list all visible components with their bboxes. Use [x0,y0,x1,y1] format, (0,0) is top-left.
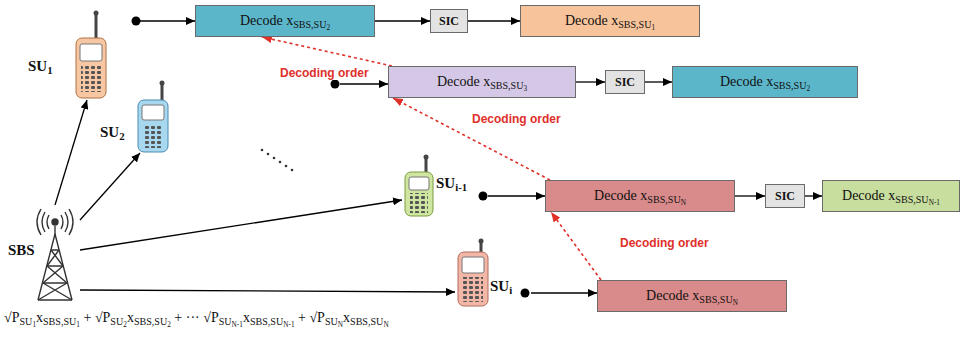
sic-box: SIC [605,70,645,94]
decoding-order-arrow [262,37,392,66]
signal-arrow [531,292,597,293]
signal-arrow [80,290,455,292]
decode-box: Decode xSBS,SU2 [195,5,375,37]
box-text: Decode xSBS,SU1 [565,13,655,29]
decode-box: Decode xSBS,SUN [597,280,787,312]
box-text: Decode xSBS,SUN-1 [842,188,940,204]
user-phone: SUi [455,240,531,310]
decode-box: Decode xSBS,SUN-1 [822,180,960,212]
box-text: SIC [775,189,795,204]
box-text: Decode xSBS,SU3 [437,74,527,90]
sic-box: SIC [765,184,805,208]
decode-box: Decode xSBS,SUN [545,180,735,212]
signal-arrow [340,83,388,84]
receiver-dot [132,17,141,26]
node-label: SUi-1 [436,175,467,192]
receiver-dot [479,192,488,201]
signal-arrow [805,195,822,196]
phone-icon [405,155,433,217]
sic-box: SIC [430,9,468,33]
signal-arrow [375,20,430,21]
signal-arrow [80,200,402,250]
edge-label: Decoding order [470,112,563,126]
box-text: SIC [615,75,635,90]
box-text: Decode xSBS,SUN [594,188,686,204]
user-phone: SU2 [132,78,340,153]
node-label: SU1 [28,58,53,75]
decode-box: Decode xSBS,SU3 [388,66,576,98]
node-label: SU2 [100,124,125,141]
signal-arrow [576,81,605,82]
box-text: Decode xSBS,SU2 [240,13,330,29]
box-text: SIC [439,14,459,29]
user-phone: SUi-1 [402,155,488,213]
receiver-dot [331,80,340,89]
signal-arrow [468,20,520,21]
decode-box: Decode xSBS,SU1 [520,5,700,37]
base-station-tower [37,209,73,300]
box-text: Decode xSBS,SUN [646,288,738,304]
signal-formula: √PSU1xSBS,SU1 + √PSU2xSBS,SU2 + ··· √PSU… [4,310,389,326]
signal-arrow [645,81,672,82]
decode-box: Decode xSBS,SU2 [672,66,858,98]
box-text: Decode xSBS,SU2 [720,74,810,90]
signal-arrow [735,195,765,196]
ellipsis-dots [261,149,294,172]
phone-icon [138,81,168,153]
signal-arrow [55,100,87,205]
signal-arrow [488,195,545,196]
decoding-order-arrow [393,98,550,180]
user-phone: SU1 [72,8,140,100]
base-station: SBS [6,205,80,301]
edge-label: Decoding order [278,66,371,80]
decoding-order-arrow [551,212,601,280]
signal-arrow [140,20,195,21]
phone-icon [458,239,488,307]
node-label: SUi [490,278,512,295]
signal-arrow [80,153,140,220]
receiver-dot [521,289,530,298]
phone-icon [76,11,106,99]
edge-label: Decoding order [618,236,711,250]
node-label: SBS [8,242,35,259]
